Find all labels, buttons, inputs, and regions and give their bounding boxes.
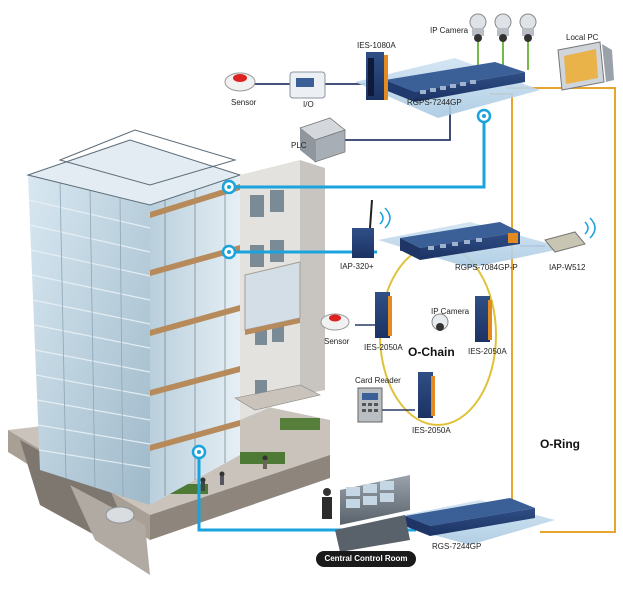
bottom-cluster [322,475,555,552]
label-iap-320: IAP-320+ [340,262,374,271]
middle-cluster [320,199,596,423]
ip-camera-icons-top [469,13,537,42]
card-reader-device [357,387,383,423]
o-ring-link [507,87,616,533]
label-rgs-7244gp: RGS-7244GP [432,542,482,551]
label-ies-2050a-left: IES-2050A [364,343,403,352]
label-iap-w512: IAP-W512 [549,263,586,272]
rgps-7084gp-p-switch [400,222,520,260]
label-plc: PLC [291,141,307,150]
sensor-device-mid [320,313,350,331]
label-ies-1080a: IES-1080A [357,41,396,50]
io-module [289,71,326,99]
ies-1080a-switch [366,52,388,100]
label-o-ring: O-Ring [540,437,580,451]
link-nodes [191,108,492,460]
ies-2050a-switch-left [375,292,392,338]
label-ip-camera-mid: IP Camera [431,307,470,316]
iap-320-access-point [352,199,391,258]
rgs-7244gp-switch [405,498,535,536]
label-ies-2050a-bottom: IES-2050A [412,426,451,435]
label-o-chain: O-Chain [408,345,455,359]
label-central-control-room: Central Control Room [316,551,416,567]
rgps-7244gp-switch [385,62,525,102]
central-control-room-icon [322,475,410,552]
label-card-reader: Card Reader [355,376,401,385]
office-building [8,129,330,575]
label-ip-camera-top: IP Camera [430,26,469,35]
label-sensor-top: Sensor [231,98,257,107]
ip-camera-icon-mid [431,313,449,331]
label-ies-2050a-right: IES-2050A [468,347,507,356]
label-io: I/O [303,100,314,109]
label-sensor-mid: Sensor [324,337,350,346]
top-cluster [224,13,614,163]
ies-2050a-switch-right [475,296,492,342]
label-local-pc: Local PC [566,33,599,42]
plc-device [299,117,346,163]
ies-2050a-switch-bottom [418,372,435,418]
iap-w512-access-point [544,217,596,253]
label-rgps-7084gp-p: RGPS-7084GP-P [455,263,518,272]
label-rgps-7244gp: RGPS-7244GP [407,98,462,107]
local-pc-icon [557,41,614,91]
sensor-device-top [224,72,256,92]
